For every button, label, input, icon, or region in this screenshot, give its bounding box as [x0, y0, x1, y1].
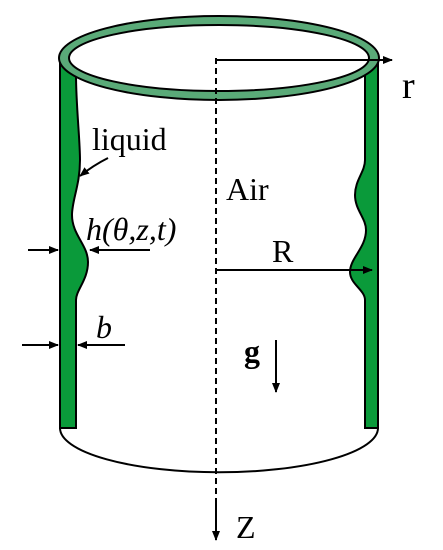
left-liquid-film — [59, 57, 90, 429]
cylinder-top-rim-inner — [68, 24, 370, 92]
liquid-pointer-arrow — [79, 157, 109, 177]
film-thickness-label: h(θ,z,t) — [86, 211, 176, 247]
cylinder-bottom-ellipse — [59, 427, 379, 474]
radius-label: R — [272, 233, 294, 269]
right-liquid-film — [348, 57, 379, 429]
liquid-label: liquid — [92, 121, 167, 157]
r-axis-label: r — [402, 65, 415, 107]
air-label: Air — [226, 171, 269, 207]
z-axis-label: Z — [236, 509, 256, 545]
gap-label: b — [96, 309, 112, 345]
gravity-label: g — [244, 333, 260, 369]
